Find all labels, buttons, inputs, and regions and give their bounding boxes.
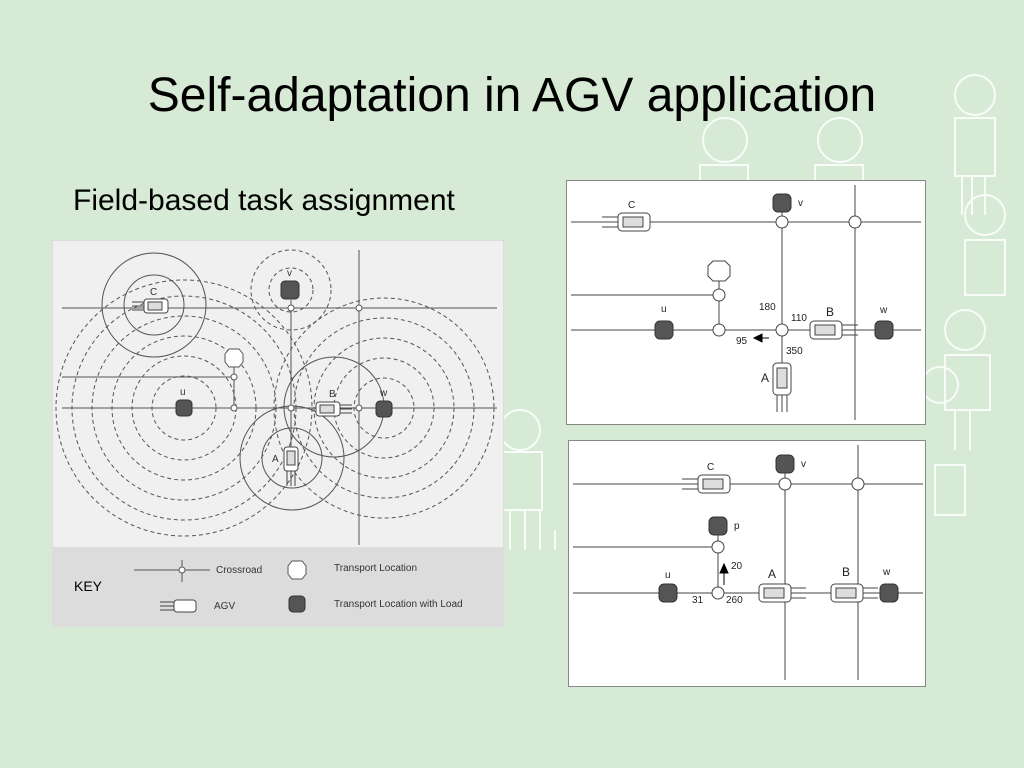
label-b: B xyxy=(329,389,336,400)
label-b: B xyxy=(842,565,850,579)
transport-location-w xyxy=(879,583,899,603)
agv-a xyxy=(758,583,806,603)
label-u: u xyxy=(180,387,186,398)
transport-location-v xyxy=(775,454,795,474)
value-260: 260 xyxy=(726,595,743,606)
transport-location-v xyxy=(280,280,300,300)
agv-c xyxy=(602,212,651,232)
label-c: C xyxy=(628,200,635,211)
label-p: p xyxy=(734,521,740,532)
transport-location-u xyxy=(658,583,678,603)
label-a: A xyxy=(768,567,776,581)
label-b: B xyxy=(826,305,834,319)
label-w: w xyxy=(882,567,891,578)
field-diagram-panel: C v u B w A KEY Crossroad Transport Loca… xyxy=(52,240,504,627)
label-w: w xyxy=(379,388,388,399)
key-heading: KEY xyxy=(74,578,103,594)
transport-location-u xyxy=(175,399,193,417)
transport-location-w xyxy=(375,400,393,418)
agv-b xyxy=(315,401,352,417)
agv-b xyxy=(830,583,878,603)
value-31: 31 xyxy=(692,595,704,606)
value-350: 350 xyxy=(786,346,803,357)
agv-a xyxy=(283,446,299,486)
value-110: 110 xyxy=(791,313,807,324)
transport-location-empty xyxy=(224,348,244,368)
agv-c xyxy=(132,298,169,314)
key-crossroad: Crossroad xyxy=(216,565,262,576)
direction-arrow xyxy=(719,562,729,585)
slide-title: Self-adaptation in AGV application xyxy=(147,69,877,122)
transport-location-p xyxy=(708,516,728,536)
value-20: 20 xyxy=(731,561,743,572)
transport-location-u xyxy=(654,320,674,340)
key-transport-location: Transport Location xyxy=(334,563,417,574)
transport-location-v xyxy=(772,193,792,213)
label-v: v xyxy=(798,198,803,209)
value-95: 95 xyxy=(736,336,748,347)
label-a: A xyxy=(761,371,769,385)
direction-arrow xyxy=(752,333,769,343)
label-u: u xyxy=(665,570,671,581)
label-u: u xyxy=(661,304,667,315)
snapshot-bottom: C v p u A B w 20 31 260 xyxy=(568,440,926,687)
label-c: C xyxy=(150,287,157,298)
agv-b xyxy=(809,320,858,340)
key-agv: AGV xyxy=(214,601,235,612)
slide-subtitle: Field-based task assignment xyxy=(73,184,455,217)
transport-location-w xyxy=(874,320,894,340)
label-v: v xyxy=(287,268,292,279)
snapshot-top: C v u B w A 180 110 95 350 xyxy=(566,180,926,425)
transport-location-empty xyxy=(707,260,731,282)
label-w: w xyxy=(879,305,888,316)
value-180: 180 xyxy=(759,302,776,313)
agv-a xyxy=(772,362,792,412)
label-v: v xyxy=(801,459,806,470)
label-c: C xyxy=(707,462,714,473)
agv-c xyxy=(682,474,731,494)
diagram-key: KEY Crossroad Transport Location AGV Tra… xyxy=(52,548,504,627)
key-transport-location-with-load: Transport Location with Load xyxy=(334,599,463,610)
label-a: A xyxy=(272,454,279,465)
